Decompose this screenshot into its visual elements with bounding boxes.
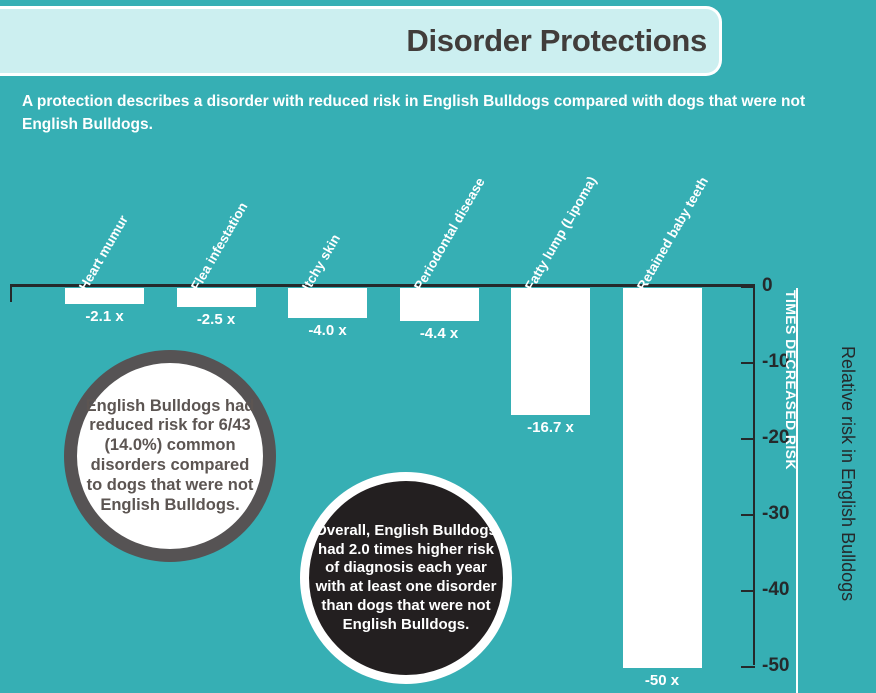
bar[interactable]	[399, 288, 479, 322]
bar[interactable]	[622, 288, 702, 668]
category-label: Flea infestation	[187, 199, 251, 293]
y-tick-label: -40	[762, 579, 790, 600]
y-tick-mark	[741, 286, 755, 288]
y-tick-mark	[741, 590, 755, 592]
subtitle-text: A protection describes a disorder with r…	[22, 93, 806, 134]
y-axis-line	[753, 284, 755, 665]
callout-reduced-risk-text: English Bulldogs had reduced risk for 6/…	[85, 396, 255, 514]
category-label: Heart mumur	[76, 212, 132, 293]
decrease-arrow-line	[796, 288, 798, 693]
callout-overall-risk-text: Overall, English Bulldogs had 2.0 times …	[315, 521, 497, 633]
y-tick-label: -30	[762, 503, 790, 524]
y-axis-title: Relative risk in English Bulldogs	[838, 346, 858, 602]
y-tick-label: -50	[762, 655, 790, 676]
category-label: Retained baby teeth	[633, 174, 711, 293]
y-tick-label: -20	[762, 427, 790, 448]
bar[interactable]	[511, 288, 590, 415]
bar[interactable]	[65, 288, 144, 304]
bar-value-label: -2.1 x	[85, 307, 124, 325]
y-tick-mark	[741, 666, 755, 668]
bar-value-label: -16.7 x	[527, 418, 574, 436]
zero-baseline	[10, 284, 755, 287]
category-label: Fatty lump (Lipoma)	[522, 173, 600, 293]
y-tick-mark	[741, 362, 755, 364]
bar-value-label: -4.4 x	[419, 325, 459, 343]
page-title: Disorder Protections	[406, 23, 707, 58]
bar-value-label: -50 x	[644, 672, 680, 689]
bar-value-label: -2.5 x	[196, 311, 236, 328]
bar-value-label: -4.0 x	[308, 322, 347, 340]
bar[interactable]	[176, 288, 256, 307]
y-tick-label: -10	[762, 351, 790, 372]
callout-overall-risk: Overall, English Bulldogs had 2.0 times …	[300, 472, 512, 684]
y-tick-mark	[741, 514, 755, 516]
axis-left-stub	[10, 284, 12, 302]
category-label: Periodontal disease	[410, 175, 488, 293]
y-tick-mark	[741, 438, 755, 440]
chart-plot-area: 0 -10 -20 -30 -40 -50 -2.1 x -2.5 x -4.0 x -4.4 …	[0, 150, 876, 693]
bar[interactable]	[288, 288, 367, 319]
y-tick-label: 0	[762, 275, 773, 296]
title-banner: Disorder Protections	[0, 6, 722, 76]
callout-reduced-risk: English Bulldogs had reduced risk for 6/…	[64, 350, 276, 562]
times-decreased-risk-label: TIMES DECREASED RISK	[783, 290, 799, 470]
